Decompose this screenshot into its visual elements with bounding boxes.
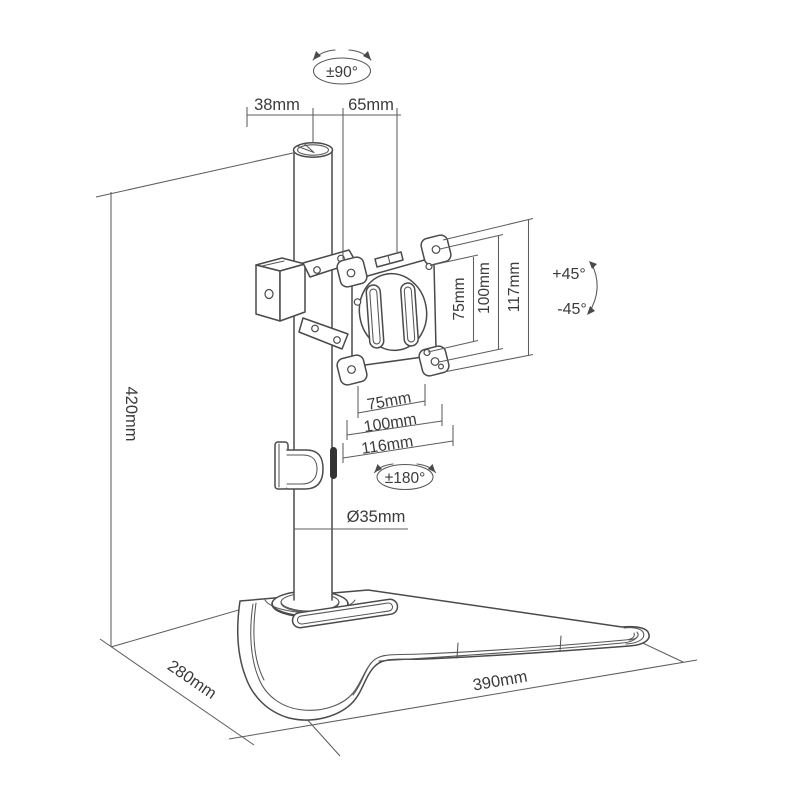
pole-slot [330, 447, 337, 479]
vesa-slot-right [400, 282, 419, 347]
label-tilt-up: +45° [552, 266, 586, 283]
clamp-screw-hole [264, 288, 274, 300]
vesa-hole [347, 365, 356, 374]
label-vesa-v75: 75mm [451, 277, 468, 320]
cable-clip [274, 441, 324, 490]
label-vesa-h100: 100mm [363, 411, 418, 436]
vesa-plate [336, 234, 452, 386]
base [237, 589, 650, 721]
pole [274, 142, 337, 602]
vesa-slot-left [365, 284, 385, 349]
label-tilt-down: -45° [557, 301, 587, 318]
label-vesa-v117: 117mm [506, 262, 523, 313]
label-dim-65: 65mm [348, 96, 394, 114]
vesa-hole [423, 348, 431, 357]
vesa-hole [431, 245, 441, 254]
vesa-hole [425, 262, 433, 271]
vesa-hole [346, 268, 356, 278]
label-vesa-h116: 116mm [360, 433, 414, 458]
label-rotation-top: ±90° [326, 64, 358, 81]
vesa-hole [430, 357, 440, 366]
pole-diameter-callout: Ø35mm [294, 508, 408, 530]
label-dim-38: 38mm [254, 96, 300, 114]
rotation-callout-base: ±180° [373, 463, 437, 491]
label-vesa-h75: 75mm [366, 389, 413, 413]
dimension-top: 38mm 65mm ±90° [246, 49, 401, 259]
label-vesa-v100: 100mm [476, 262, 493, 314]
label-pole-diameter: Ø35mm [347, 508, 406, 526]
label-base-width: 390mm [472, 668, 529, 695]
base-cable-slot [291, 598, 399, 629]
rotation-callout-top: ±90° [312, 49, 372, 85]
vesa-hole [353, 298, 362, 306]
label-pole-height: 420mm [122, 386, 140, 441]
label-base-depth: 280mm [164, 657, 220, 703]
dimension-right: 75mm 100mm 117mm +45° -45° [427, 217, 598, 373]
label-rotation-base: ±180° [385, 470, 426, 487]
tilt-callout: +45° -45° [552, 261, 598, 318]
